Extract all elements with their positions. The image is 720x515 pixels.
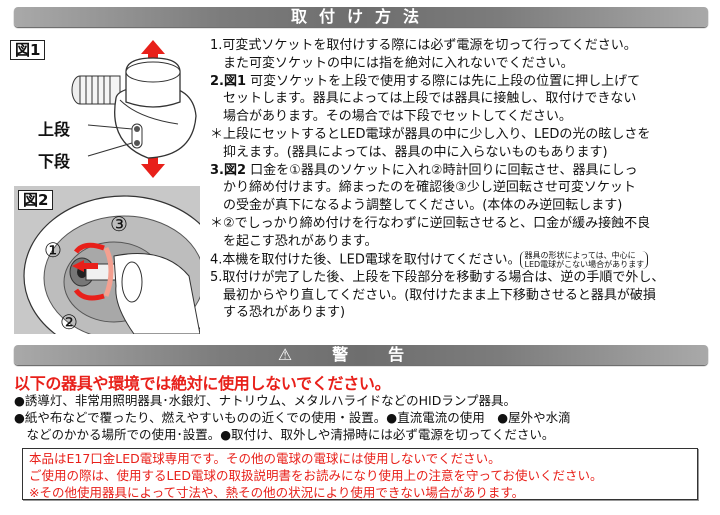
step-5-cont: 最初からやり直してください。(取付けたまま上下移動させると器具が破損 [223, 287, 656, 303]
notice-line: ※その他使用器具によって寸法や、熱その他の状況により使用できない場合があります。 [29, 485, 525, 500]
step-2-figure-ref: 図1 [223, 73, 247, 89]
note-1-cont: 抑えます。(器具によっては、器具の中に入らないものもあります) [223, 144, 608, 160]
figure-1: 図1 上段 下段 [8, 38, 198, 178]
step-1: 1.可変式ソケットを取付けする際には必ず電源を切って行ってください。 [210, 38, 637, 53]
step-3-text: 口金を①器具のソケットに入れ②時計回りに回転させ、器具にしっ [246, 162, 638, 178]
warning-list: ●誘導灯、非常用照明器具･水銀灯、ナトリウム、メタルハライドなどのHIDランプ器… [14, 392, 714, 443]
socket-illustration [71, 40, 197, 178]
step-4-note-line: 器具の形状によっては、中心に [524, 250, 636, 260]
notice-line: ご使用の際は、使用するLED電球の取扱説明書をお読みになり使用上の注意を守ってお… [29, 468, 603, 483]
step-2-text: 可変ソケットを上段で使用する際には先に上段の位置に押し上げて [246, 73, 641, 89]
step-3-marker: ③ [110, 212, 128, 236]
step-2-number: 2. [210, 73, 224, 89]
step-3-cont: かり締め付けます。締まったのを確認後③少し逆回転させ可変ソケット [223, 180, 636, 196]
warning-headline: 以下の器具や環境では絶対に使用しないでください。 [14, 374, 391, 393]
step-3-figure-ref: 図2 [223, 162, 247, 178]
warning-item: ●紙や布などで覆ったり、燃えやすいものの近くでの使用・設置。●直流電流の使用 ●… [14, 410, 571, 425]
step-1-marker: ① [44, 238, 62, 262]
section-banner-installation: 取付け方法 [14, 7, 708, 27]
section-banner-warning: ⚠警告 [14, 345, 708, 365]
step-3: 3.図2 口金を①器具のソケットに入れ②時計回りに回転させ、器具にしっ [210, 162, 715, 180]
installation-instructions: 1.可変式ソケットを取付けする際には必ず電源を切って行ってください。 また可変ソ… [210, 37, 715, 322]
step-3-cont: の受金が真下になるよう調整してください。(本体のみ逆回転します) [223, 198, 623, 214]
figure-1-label: 図1 [10, 40, 46, 60]
step-2-cont: 場合があります。その場合では下段でセットしてください。 [223, 109, 572, 125]
step-4: 4.本機を取付けた後、LED電球を取付けてください。器具の形状によっては、中心に… [210, 250, 715, 269]
lower-position-label: 下段 [38, 152, 71, 171]
step-5: 5.取付けが完了した後、上段を下段部分を移動する場合は、逆の手順で外し、 [210, 269, 665, 285]
figure-2: 図2 ③ ① ② [14, 186, 200, 334]
note-2: ＊②でしっかり締め付けを行なわずに逆回転させると、口金が緩み接蝕不良 [210, 215, 651, 231]
step-4-note-line: LED電球がこない場合があります [524, 259, 645, 269]
section-title: 取付け方法 [290, 7, 431, 26]
up-arrow-icon [141, 40, 165, 66]
down-arrow-icon [141, 152, 165, 178]
note-2-cont: を起こす恐れがあります。 [223, 233, 378, 249]
warning-item: などのかかる場所での使用･設置。●取付け、取外しや清掃時には必ず電源を切ってくだ… [14, 427, 555, 442]
step-5-cont: する恐れがあります) [223, 305, 346, 321]
fixture-illustration [23, 195, 200, 334]
notice-box: 本品はE17口金LED電球専用です。その他の電球の電球には使用しないでください。… [22, 448, 698, 500]
upper-position-label: 上段 [38, 120, 71, 139]
step-3-number: 3. [210, 162, 224, 178]
step-2: 2.図1 可変ソケットを上段で使用する際には先に上段の位置に押し上げて [210, 73, 715, 91]
figure-2-label: 図2 [18, 190, 54, 210]
step-1-cont: また可変ソケットの中には指を絶対に入れないでください。 [223, 55, 574, 71]
warning-item: ●誘導灯、非常用照明器具･水銀灯、ナトリウム、メタルハライドなどのHIDランプ器… [14, 393, 516, 408]
notice-line: 本品はE17口金LED電球専用です。その他の電球の電球には使用しないでください。 [29, 451, 501, 466]
rotate-arrow-icon [73, 242, 105, 254]
warning-title: ⚠警告 [277, 345, 445, 364]
step-4-text: 4.本機を取付けた後、LED電球を取付けてください。 [210, 252, 521, 268]
step-2-marker: ② [60, 310, 78, 334]
note-1: ＊上段にセットするとLED電球が器具の中に少し入り、LEDの光の眩しさを [210, 126, 651, 142]
insert-arrow-icon [72, 260, 84, 272]
step-2-cont: セットします。器具によっては上段では器具に接触し、取付けできない [223, 91, 637, 107]
rotate-arrow-icon [73, 288, 105, 301]
